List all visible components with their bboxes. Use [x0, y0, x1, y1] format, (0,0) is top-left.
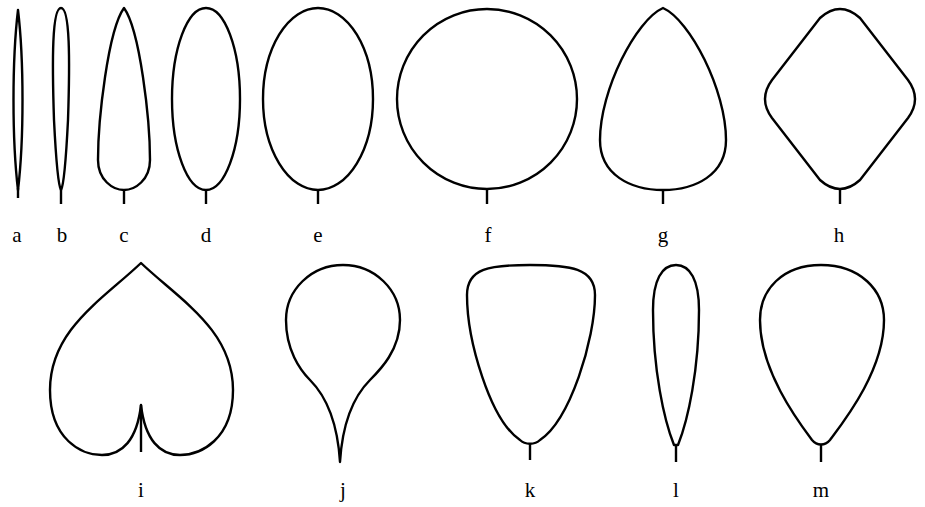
- leaf-g: [600, 8, 726, 204]
- shape-letter: g: [658, 225, 669, 246]
- shape-letter: m: [813, 480, 829, 501]
- shape-letter: b: [57, 225, 68, 246]
- shape-letter: l: [673, 480, 679, 501]
- shape-letter: j: [340, 480, 346, 501]
- shape-letter: h: [834, 225, 845, 246]
- leaf-d: [172, 8, 240, 204]
- leaf-i: [50, 263, 233, 455]
- shape-letter: a: [12, 225, 21, 246]
- shape-letter: d: [201, 225, 212, 246]
- leaf-e: [263, 8, 373, 204]
- shape-letter: i: [138, 480, 144, 501]
- shape-letter: e: [313, 225, 322, 246]
- leaf-m: [760, 265, 884, 462]
- shape-letter: c: [119, 225, 128, 246]
- shape-letter: k: [525, 480, 536, 501]
- leaf-a: [14, 10, 23, 198]
- leaf-c: [98, 8, 150, 204]
- leaf-b: [53, 8, 69, 204]
- leaf-f: [397, 9, 577, 204]
- leaf-h: [765, 9, 915, 204]
- leaf-k: [467, 265, 595, 460]
- leaf-l: [653, 265, 699, 462]
- shape-letter: f: [485, 225, 492, 246]
- leaf-j: [286, 265, 400, 462]
